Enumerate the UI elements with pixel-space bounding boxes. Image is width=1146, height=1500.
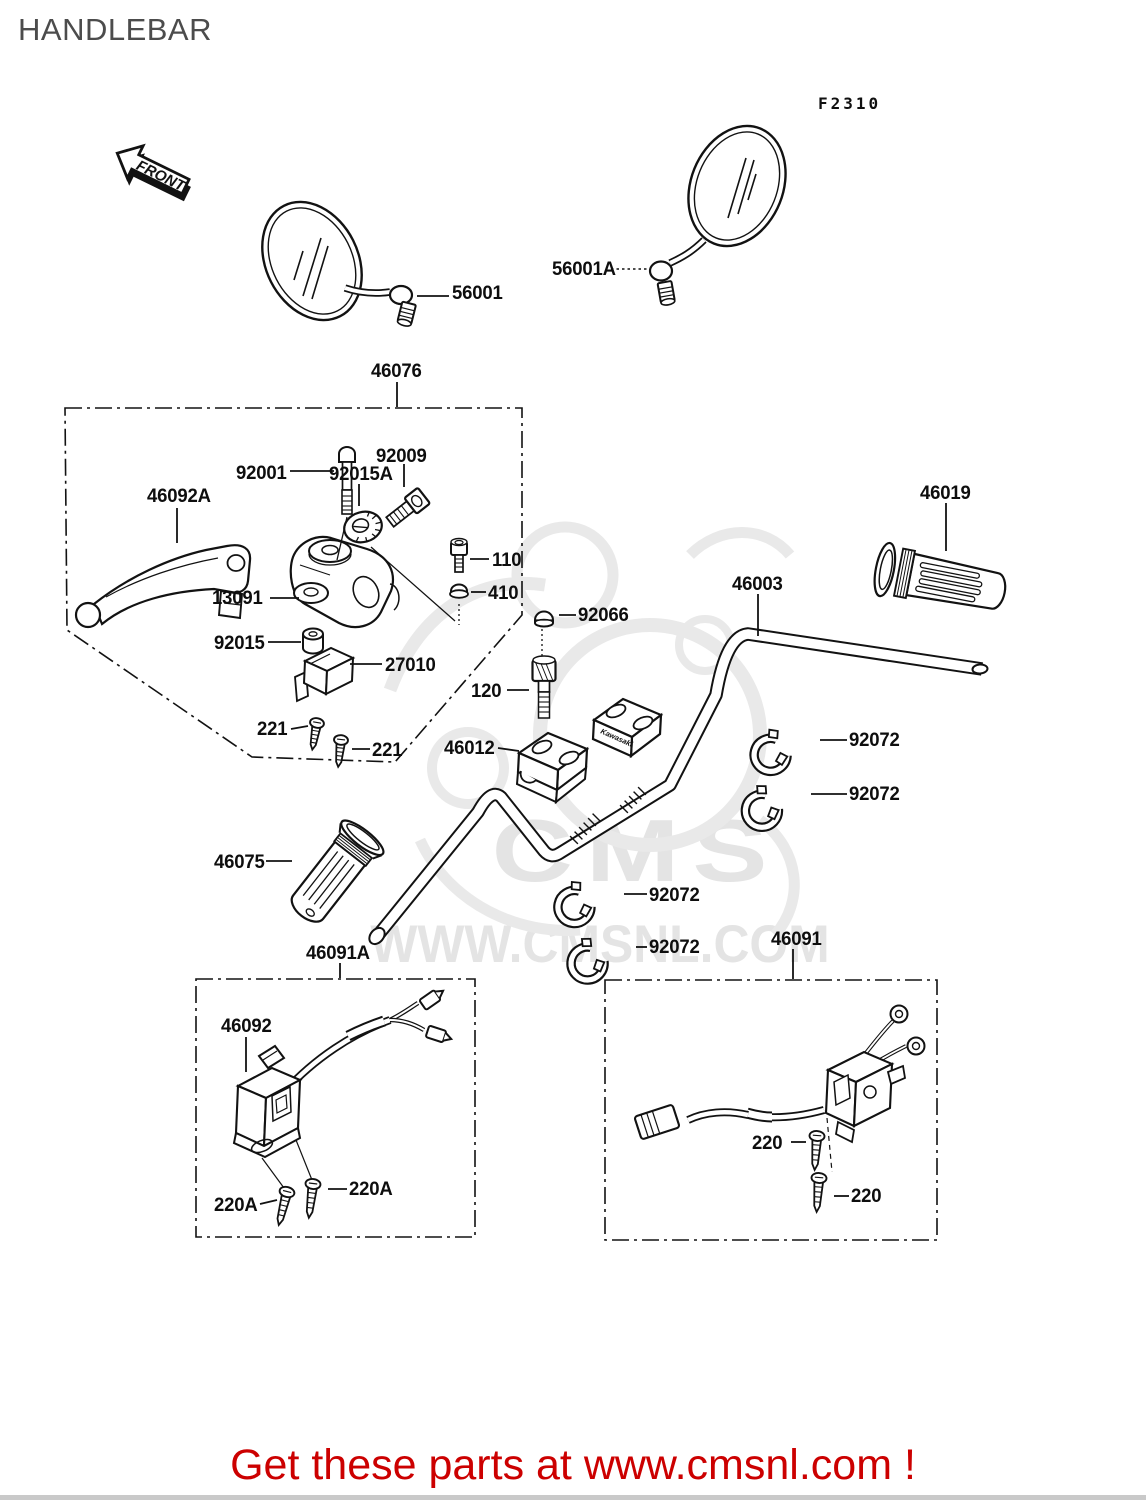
left-grip bbox=[290, 819, 385, 923]
pivot-bolt bbox=[338, 446, 356, 515]
adjuster-collar bbox=[343, 510, 383, 544]
clamp-bolt-120 bbox=[531, 655, 557, 719]
page-title: HANDLEBAR bbox=[18, 12, 212, 47]
part-label-220a-28: 220A bbox=[349, 1178, 393, 1200]
part-label-46091-25: 46091 bbox=[771, 928, 822, 950]
leader-lines bbox=[176, 268, 947, 1205]
detail-box-right-switch bbox=[604, 979, 938, 1241]
cmsnl-promo-link[interactable]: Get these parts at www.cmsnl.com ! bbox=[230, 1441, 916, 1489]
handlebar-tube bbox=[368, 627, 989, 946]
part-label-27010-9: 27010 bbox=[385, 654, 436, 676]
clutch-switch bbox=[294, 646, 356, 703]
part-label-220a-27: 220A bbox=[214, 1194, 258, 1216]
front-arrow: FRONT bbox=[115, 143, 191, 202]
detail-box-left-switch bbox=[195, 978, 476, 1238]
part-label-92066-12: 92066 bbox=[578, 604, 629, 626]
part-label-46012-14: 46012 bbox=[444, 737, 495, 759]
part-label-220-30: 220 bbox=[851, 1185, 882, 1207]
clutch-lever bbox=[74, 544, 252, 629]
part-label-56001-0: 56001 bbox=[452, 282, 503, 304]
nut-410 bbox=[449, 583, 469, 599]
part-label-92015-8: 92015 bbox=[214, 632, 265, 654]
part-label-46091a-24: 46091A bbox=[306, 942, 370, 964]
adjuster-screw bbox=[385, 487, 431, 528]
part-label-92015a-4: 92015A bbox=[329, 463, 393, 485]
part-label-92072-21: 92072 bbox=[649, 884, 700, 906]
figure-code: F2310 bbox=[818, 94, 882, 113]
right-grip bbox=[873, 541, 1007, 610]
part-label-92001-3: 92001 bbox=[236, 462, 287, 484]
part-label-220-29: 220 bbox=[752, 1132, 783, 1154]
part-label-46019-18: 46019 bbox=[920, 482, 971, 504]
part-label-410-11: 410 bbox=[488, 582, 519, 604]
pivot-nut bbox=[302, 627, 324, 655]
right-switch-assembly bbox=[634, 1004, 926, 1214]
part-label-56001a-1: 56001A bbox=[552, 258, 616, 280]
bottom-divider bbox=[0, 1495, 1146, 1500]
part-label-221-16: 221 bbox=[372, 739, 403, 761]
mirror-left bbox=[261, 200, 417, 327]
part-label-92072-19: 92072 bbox=[849, 729, 900, 751]
part-label-92009-5: 92009 bbox=[376, 445, 427, 467]
cap-nut-92066 bbox=[534, 610, 554, 628]
part-label-46076-2: 46076 bbox=[371, 360, 422, 382]
knurl-marks bbox=[569, 786, 647, 845]
part-label-46075-23: 46075 bbox=[214, 851, 265, 873]
part-label-92072-20: 92072 bbox=[849, 783, 900, 805]
part-label-13091-7: 13091 bbox=[212, 587, 263, 609]
part-label-110-10: 110 bbox=[492, 549, 522, 571]
handlebar-clamp: Kawasaki bbox=[515, 697, 664, 805]
part-label-92072-22: 92072 bbox=[649, 936, 700, 958]
part-label-46003-17: 46003 bbox=[732, 573, 783, 595]
mirror-right bbox=[648, 124, 787, 306]
part-label-120-13: 120 bbox=[471, 680, 502, 702]
bolt-110 bbox=[450, 537, 468, 573]
detail-box-lever bbox=[64, 407, 523, 763]
part-label-46092-26: 46092 bbox=[221, 1015, 272, 1037]
left-switch-assembly bbox=[232, 989, 454, 1228]
part-label-221-15: 221 bbox=[257, 718, 288, 740]
part-label-46092a-6: 46092A bbox=[147, 485, 211, 507]
